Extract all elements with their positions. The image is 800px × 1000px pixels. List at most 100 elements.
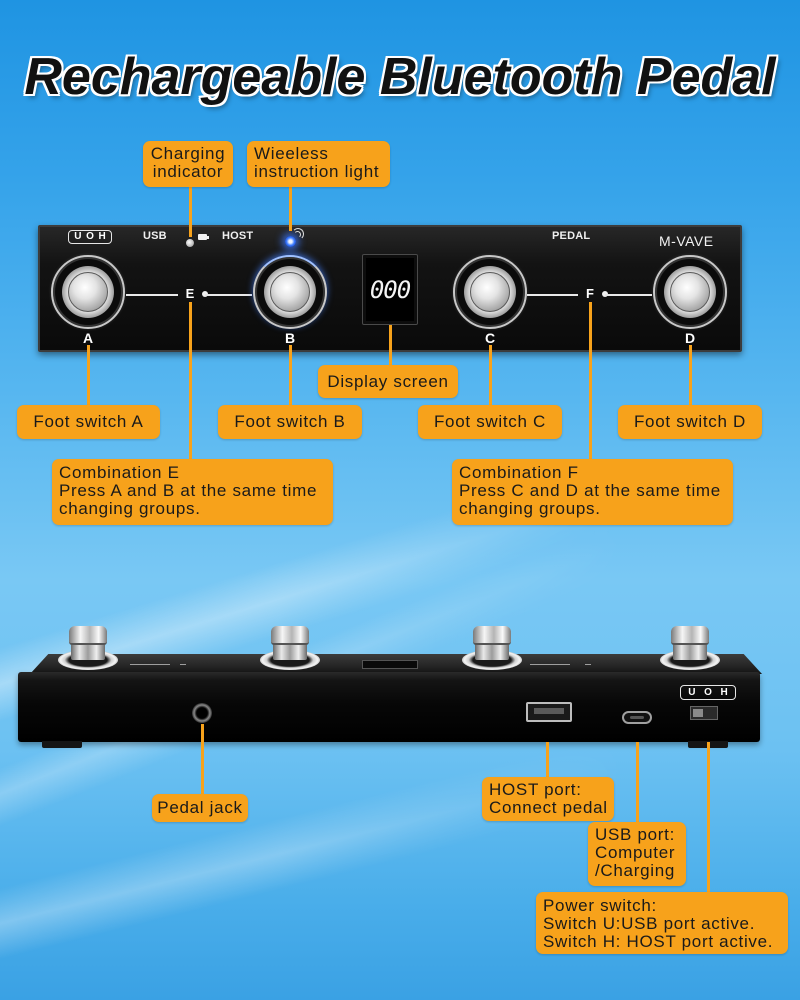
callout-foot-switch-d: Foot switch D: [618, 405, 762, 439]
connector-combination-e: [189, 302, 192, 459]
callout-line: Press A and B at the same time: [59, 481, 318, 500]
foot-switch-stem: [673, 642, 707, 660]
connector-combination-f: [589, 302, 592, 459]
callout-combination-f: Combination F Press C and D at the same …: [452, 459, 733, 525]
switch-letter-b: B: [284, 330, 296, 346]
connector-wireless: [289, 187, 292, 231]
side-mode-switch-label: U O H: [680, 685, 736, 700]
display-screen: 000: [362, 254, 418, 325]
callout-power-switch: Power switch: Switch U:USB port active. …: [536, 892, 788, 954]
usb-label: USB: [143, 230, 167, 242]
callout-line: Charging: [150, 144, 226, 163]
connector-switch-a: [87, 345, 90, 405]
mode-letter-u: U: [74, 231, 82, 242]
power-switch-icon: [690, 706, 718, 720]
callout-line: Wieeless: [254, 144, 329, 163]
callout-line: Switch U:USB port active.: [543, 914, 756, 933]
wireless-led-icon: [285, 236, 296, 247]
connector-pedal-jack: [201, 724, 204, 794]
callout-line: USB port:: [595, 825, 675, 844]
pedal-top-view: U O H USB HOST PEDAL M-VAVE E F A B C D …: [38, 225, 742, 352]
usb-a-port-tongue: [534, 708, 564, 714]
callout-charging-indicator: Charging indicator: [143, 141, 233, 187]
callout-line: Connect pedal: [489, 798, 608, 817]
surface-marking: [180, 664, 186, 665]
foot-switch-icon: [653, 255, 727, 329]
callout-line: Power switch:: [543, 896, 657, 915]
side-mode-letter-u: U: [688, 686, 696, 698]
switch-letter-a: A: [82, 330, 94, 346]
combo-e-line-left: [126, 294, 178, 296]
foot-switch-icon: [453, 255, 527, 329]
foot-switch-cap: [270, 272, 310, 312]
foot-switch-icon: [271, 626, 309, 645]
page-title: Rechargeable Bluetooth Pedal: [24, 48, 776, 106]
callout-line: /Charging: [595, 861, 676, 880]
mode-letter-h: H: [98, 231, 106, 242]
connector-switch-b: [289, 345, 292, 405]
battery-icon: [198, 234, 207, 240]
host-label: HOST: [222, 230, 254, 242]
foot-switch-icon: [671, 626, 709, 645]
foot-switch-nut: [264, 266, 316, 318]
callout-line: changing groups.: [59, 499, 201, 518]
foot-switch-icon: [253, 255, 327, 329]
wireless-signal-icon-outer: [292, 228, 304, 240]
pedal-label: PEDAL: [552, 230, 591, 242]
combo-f-line-left: [527, 294, 578, 296]
callout-line: changing groups.: [459, 499, 601, 518]
side-mode-letter-h: H: [720, 686, 728, 698]
rubber-foot: [42, 741, 82, 748]
foot-switch-cap: [470, 272, 510, 312]
usb-c-port-tongue: [630, 716, 644, 719]
callout-usb-port: USB port: Computer /Charging: [588, 822, 686, 886]
foot-switch-stem: [273, 642, 307, 660]
callout-line: instruction light: [254, 162, 380, 181]
callout-combination-e: Combination E Press A and B at the same …: [52, 459, 333, 525]
callout-display-screen: Display screen: [318, 365, 458, 398]
foot-switch-nut: [464, 266, 516, 318]
switch-letter-d: D: [684, 330, 696, 346]
callout-foot-switch-b: Foot switch B: [218, 405, 362, 439]
brand-logo: M-VAVE: [659, 233, 714, 249]
callout-pedal-jack: Pedal jack: [152, 794, 248, 822]
usb-c-port-icon: [622, 711, 652, 724]
connector-host-port: [546, 742, 549, 777]
callout-line: Press C and D at the same time: [459, 481, 721, 500]
combo-f-line-right: [605, 294, 652, 296]
surface-marking: [130, 664, 170, 665]
foot-switch-icon: [51, 255, 125, 329]
connector-switch-d: [689, 345, 692, 405]
callout-foot-switch-a: Foot switch A: [17, 405, 160, 439]
pedal-side-view: [18, 672, 760, 742]
combo-f-label: F: [586, 286, 594, 301]
callout-line: Combination E: [59, 463, 180, 482]
callout-host-port: HOST port: Connect pedal: [482, 777, 614, 821]
switch-letter-c: C: [484, 330, 496, 346]
callout-line: Combination F: [459, 463, 579, 482]
foot-switch-icon: [69, 626, 107, 645]
side-mode-letter-o: O: [704, 686, 712, 698]
connector-switch-c: [489, 345, 492, 405]
battery-icon-tip: [207, 235, 209, 239]
combo-e-label: E: [185, 286, 195, 301]
foot-switch-stem: [475, 642, 509, 660]
side-display-edge: [362, 660, 418, 669]
usb-a-port-icon: [526, 702, 572, 722]
foot-switch-icon: [473, 626, 511, 645]
mode-letter-o: O: [86, 231, 94, 242]
connector-power-switch: [707, 742, 710, 892]
pedal-jack-icon: [192, 703, 212, 723]
charging-led-icon: [186, 239, 194, 247]
display-value: 000: [369, 276, 411, 304]
surface-marking: [585, 664, 591, 665]
foot-switch-cap: [670, 272, 710, 312]
connector-charging: [189, 187, 192, 237]
callout-wireless-light: Wieeless instruction light: [247, 141, 390, 187]
foot-switch-stem: [71, 642, 105, 660]
foot-switch-cap: [68, 272, 108, 312]
callout-line: indicator: [152, 162, 224, 181]
callout-foot-switch-c: Foot switch C: [418, 405, 562, 439]
callout-line: HOST port:: [489, 780, 582, 799]
